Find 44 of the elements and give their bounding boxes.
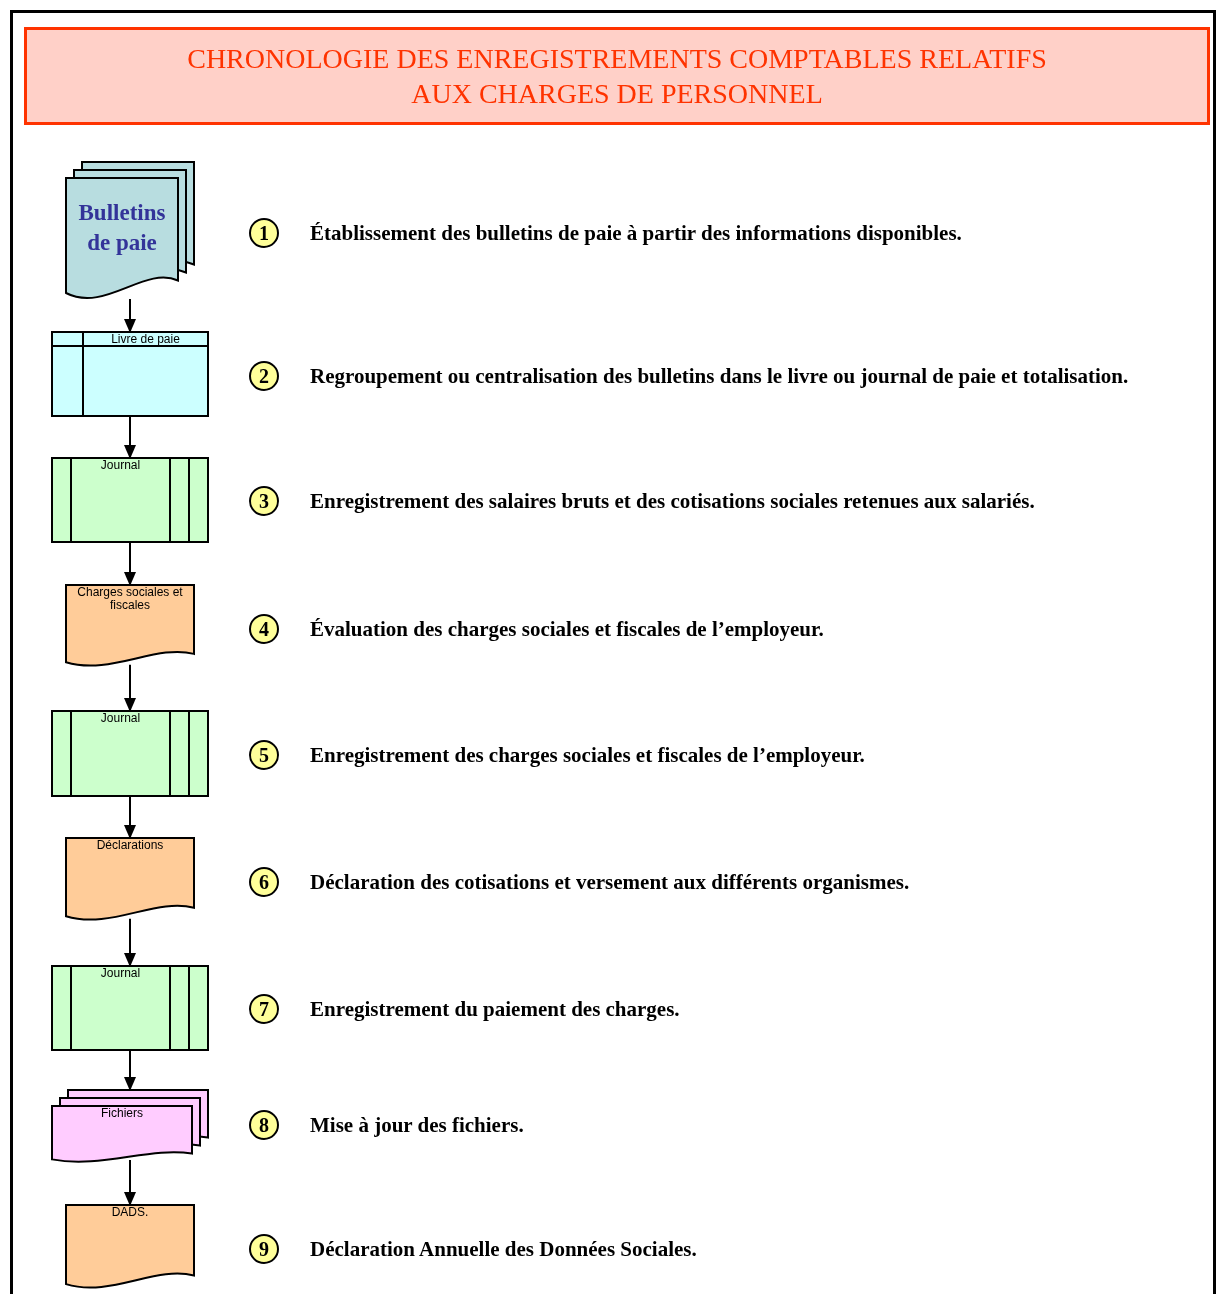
shape-label: DADS. <box>110 1206 150 1220</box>
arrow <box>124 1049 136 1091</box>
shape-label: Fichiers <box>100 1107 144 1121</box>
arrow <box>124 663 136 712</box>
step-description: Enregistrement des salaires bruts et des cotisations sociales retenues aux salariés. <box>310 488 1036 515</box>
step-number-circle: 1 <box>249 218 279 248</box>
arrow <box>124 298 136 333</box>
shape-label: Journal <box>99 712 142 726</box>
step-number-circle: 3 <box>249 486 279 516</box>
document-shape <box>66 1205 194 1291</box>
multi-document-shape <box>52 1090 208 1164</box>
arrow <box>124 795 136 839</box>
step-description: Déclaration Annuelle des Données Sociales. <box>310 1236 698 1263</box>
step-description: Enregistrement du paiement des charges. <box>310 996 681 1023</box>
arrow <box>124 415 136 459</box>
ledger-shape <box>52 332 208 416</box>
arrow <box>124 917 136 967</box>
step-number-circle: 2 <box>249 361 279 391</box>
journal-shape <box>52 966 208 1050</box>
step-number-circle: 6 <box>249 867 279 897</box>
step-number-circle: 4 <box>249 614 279 644</box>
journal-shape <box>52 711 208 796</box>
step-description: Évaluation des charges sociales et fiscales de l’employeur. <box>310 616 825 643</box>
shape-label: Déclarations <box>95 839 165 853</box>
title-banner: CHRONOLOGIE DES ENREGISTREMENTS COMPTABLES RELATIFS AUX CHARGES DE PERSONNEL <box>24 27 1210 125</box>
step-number-circle: 7 <box>249 994 279 1024</box>
step-number-circle: 9 <box>249 1234 279 1264</box>
step-description: Déclaration des cotisations et versement aux différents organismes. <box>310 869 911 896</box>
step-description: Établissement des bulletins de paie à partir des informations disponibles. <box>310 220 963 247</box>
shape-label: Journal <box>99 967 142 981</box>
step-number-circle: 5 <box>249 740 279 770</box>
step-description: Regroupement ou centralisation des bulletins dans le livre ou journal de paie et totalisation. <box>310 363 1130 390</box>
arrow <box>124 1159 136 1206</box>
step-description: Enregistrement des charges sociales et fiscales de l’employeur. <box>310 742 866 769</box>
step-number-circle: 8 <box>249 1110 279 1140</box>
document-shape <box>66 585 194 669</box>
journal-shape <box>52 458 208 542</box>
shape-label: Charges sociales et fiscales <box>76 586 184 613</box>
shape-label: Bulletins de paie <box>77 199 167 257</box>
document-shape <box>66 838 194 923</box>
arrow <box>124 541 136 586</box>
step-description: Mise à jour des fichiers. <box>310 1112 525 1139</box>
shape-label: Livre de paie <box>110 333 181 347</box>
shape-label: Journal <box>99 459 142 473</box>
